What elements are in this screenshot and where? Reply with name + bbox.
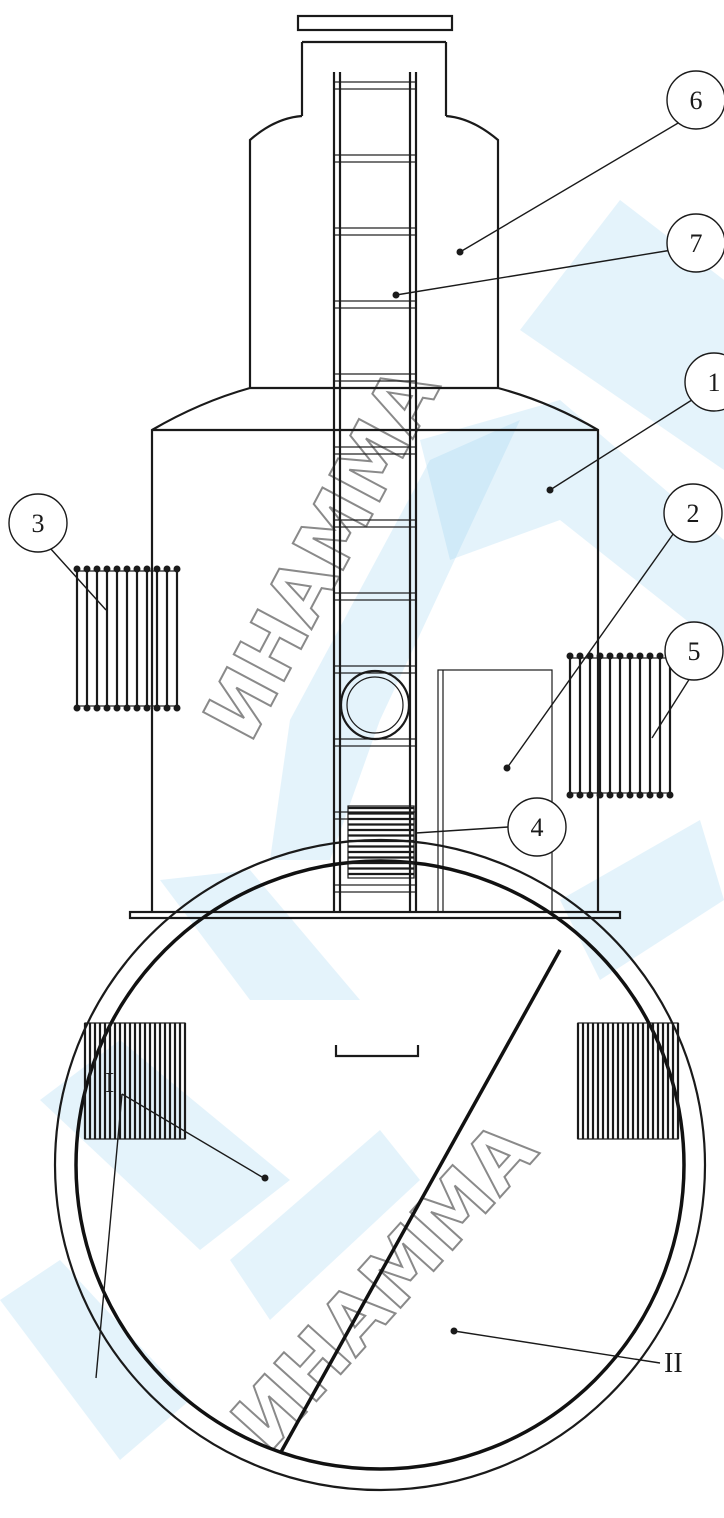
nozzle-rib-end xyxy=(113,565,121,573)
main-shell xyxy=(150,386,600,912)
ladder-rung xyxy=(333,519,417,528)
nozzle-rib-end xyxy=(626,652,634,660)
plan-partition xyxy=(279,949,562,1453)
watermark-stripe xyxy=(520,200,724,470)
callout-6-label: 6 xyxy=(690,86,703,115)
partition-wall xyxy=(437,669,553,913)
watermark-stripe xyxy=(40,1040,290,1250)
corrugated-nozzle-plan-left xyxy=(83,1022,187,1140)
callout-5-label: 5 xyxy=(688,637,701,666)
nozzle-rib-end xyxy=(616,791,624,799)
nozzle-rib-end xyxy=(133,704,141,712)
nozzle-rib-end xyxy=(636,652,644,660)
pipe-opening xyxy=(339,669,411,741)
ladder-rung xyxy=(333,446,417,455)
callout-6: 6 xyxy=(456,70,724,256)
ladder-rung xyxy=(333,81,417,90)
watermark-stripe xyxy=(270,420,520,860)
nozzle-rib-end xyxy=(133,565,141,573)
corrugated-nozzle-left xyxy=(73,565,181,712)
nozzle-rib-end xyxy=(656,791,664,799)
watermark-stripe xyxy=(420,400,724,650)
ladder-rung xyxy=(333,227,417,236)
ladder-rung xyxy=(333,154,417,163)
nozzle-rib-end xyxy=(173,565,181,573)
nozzle-rib-end xyxy=(616,652,624,660)
plan-inner-ring xyxy=(74,859,686,1471)
nozzle-rib-end xyxy=(83,565,91,573)
corrugated-nozzle-plan-right xyxy=(576,1022,680,1140)
nozzle-rib-end xyxy=(153,565,161,573)
nozzle-rib-end xyxy=(606,652,614,660)
ladder-rung xyxy=(333,665,417,674)
lid xyxy=(296,14,454,32)
corrugated-nozzle-top xyxy=(347,805,415,879)
nozzle-rib-end xyxy=(646,791,654,799)
nozzle-rib-end xyxy=(73,704,81,712)
nozzle-rib-end xyxy=(123,704,131,712)
nozzle-rib-end xyxy=(93,704,101,712)
nozzle-rib-end xyxy=(83,704,91,712)
callout-7-label: 7 xyxy=(690,229,703,258)
nozzle-rib-end xyxy=(596,652,604,660)
callout-4: 4 xyxy=(415,797,567,857)
callout-1: 1 xyxy=(546,352,724,494)
tank-plan xyxy=(53,805,707,1492)
upper-shell xyxy=(248,114,500,388)
nozzle-rib-end xyxy=(103,704,111,712)
ladder-rung xyxy=(333,592,417,601)
nozzle-rib-end xyxy=(123,565,131,573)
nozzle-rib-end xyxy=(113,704,121,712)
nozzle-rib-end xyxy=(596,791,604,799)
callout-1-label: 1 xyxy=(708,368,721,397)
nozzle-rib-end xyxy=(143,704,151,712)
corrugated-nozzle-right xyxy=(566,652,674,799)
nozzle-rib-end xyxy=(163,704,171,712)
callout-2-label: 2 xyxy=(687,499,700,528)
ladder xyxy=(332,72,418,912)
nozzle-rib-end xyxy=(576,791,584,799)
base-plate xyxy=(128,910,622,920)
nozzle-rib-end xyxy=(626,791,634,799)
callout-3: 3 xyxy=(8,493,107,611)
tank-elevation xyxy=(73,14,674,920)
callout-7: 7 xyxy=(392,213,724,299)
nozzle-rib-end xyxy=(606,791,614,799)
nozzle-rib-end xyxy=(646,652,654,660)
watermark-stripe xyxy=(160,870,360,1000)
ladder-rung xyxy=(333,373,417,382)
callout-5: 5 xyxy=(651,621,724,739)
nozzle-rib-end xyxy=(73,565,81,573)
nozzle-rib-end xyxy=(566,791,574,799)
watermark-stripe xyxy=(230,1130,420,1320)
nozzle-rib-end xyxy=(636,791,644,799)
watermark-stripe xyxy=(0,1260,190,1460)
ladder-rung xyxy=(333,884,417,893)
nozzle-rib-end xyxy=(566,652,574,660)
nozzle-rib-end xyxy=(586,791,594,799)
watermark: ИНАММА ИНАММА xyxy=(0,200,724,1469)
nozzle-rib-end xyxy=(143,565,151,573)
zone-2-label: II xyxy=(664,1348,683,1379)
ladder-rung xyxy=(333,300,417,309)
plan-ladder-bracket xyxy=(334,1045,420,1058)
callout-3-label: 3 xyxy=(32,509,45,538)
nozzle-rib-end xyxy=(93,565,101,573)
nozzle-rib-end xyxy=(576,652,584,660)
nozzle-rib-end xyxy=(173,704,181,712)
zone-1-label: I xyxy=(105,1068,114,1099)
zone-2-marker: II xyxy=(450,1327,683,1379)
nozzle-rib-end xyxy=(666,791,674,799)
zone-1-marker: I xyxy=(95,1068,269,1379)
nozzle-rib-end xyxy=(153,704,161,712)
callout-4-label: 4 xyxy=(531,813,544,842)
callout-2: 2 xyxy=(503,483,723,772)
pipe-opening-inner xyxy=(346,676,404,734)
nozzle-rib-end xyxy=(656,652,664,660)
neck xyxy=(300,40,448,116)
watermark-stripe xyxy=(560,820,724,980)
nozzle-rib-end xyxy=(103,565,111,573)
nozzle-rib-end xyxy=(163,565,171,573)
